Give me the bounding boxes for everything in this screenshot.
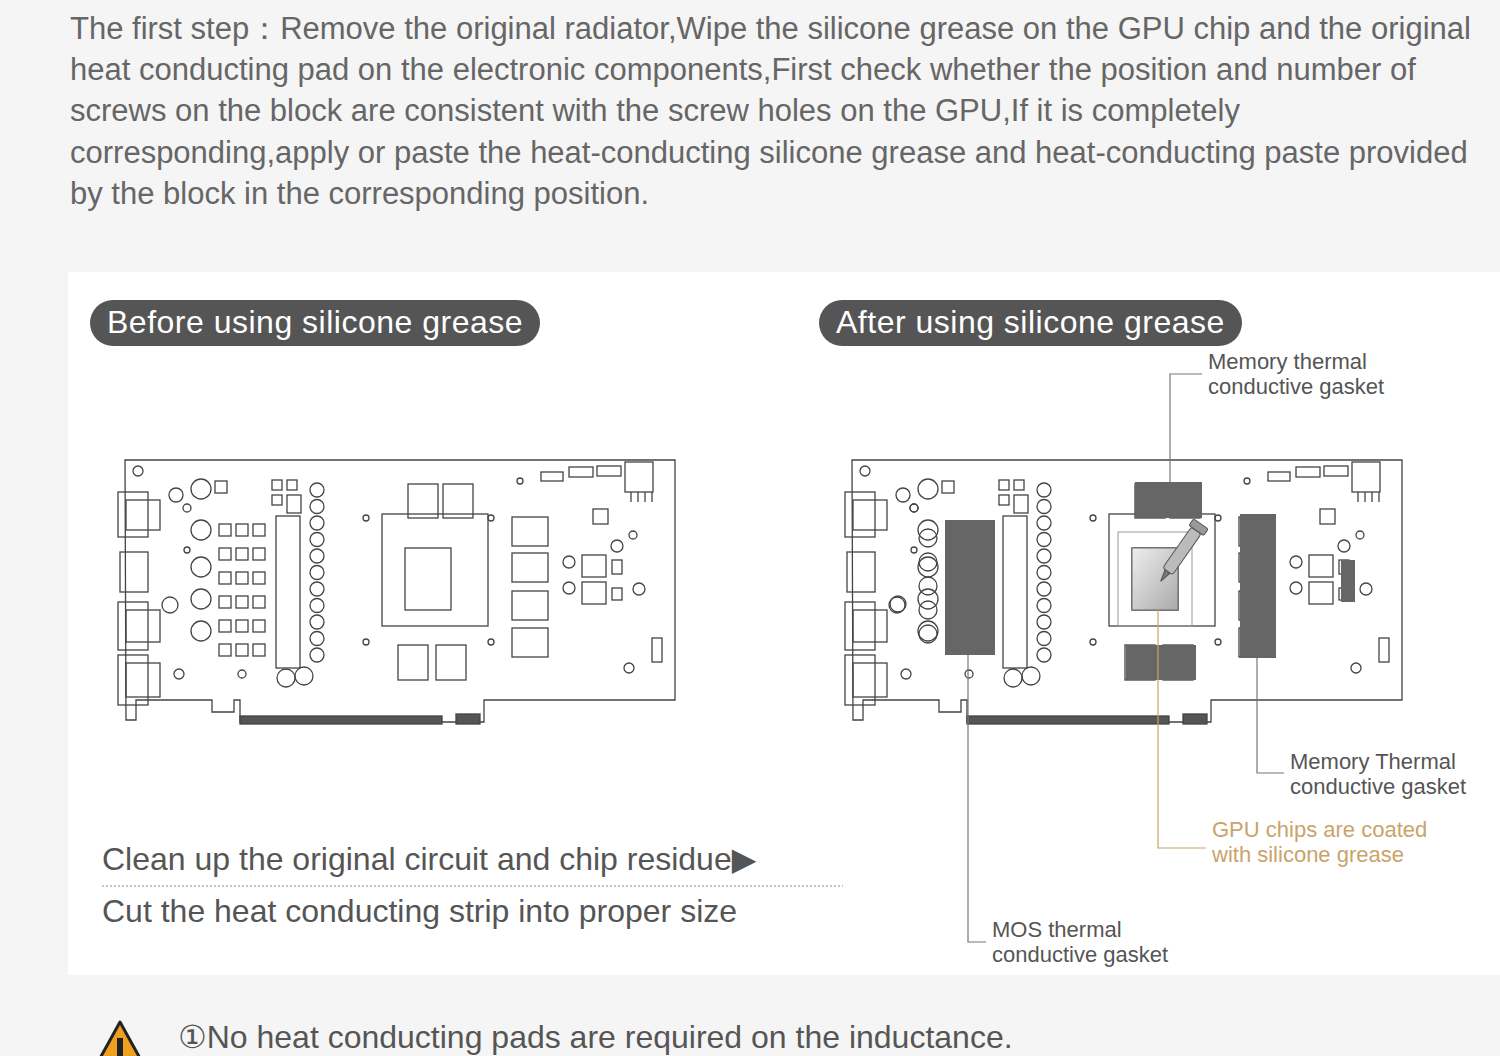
callout-label: Memory thermal conductive gasket <box>1208 350 1436 399</box>
pill-text: After using silicone grease <box>836 304 1225 340</box>
callout-label: MOS thermal conductive gasket <box>992 918 1222 967</box>
warning-note: ①No heat conducting pads are required on… <box>178 1020 1378 1056</box>
callout-label: Memory Thermal conductive gasket <box>1290 750 1498 799</box>
callout-label: GPU chips are coated with silicone greas… <box>1212 818 1472 867</box>
instruction-paragraph: The first step：Remove the original radia… <box>70 8 1490 214</box>
tag-pill: After using silicone grease <box>819 300 1242 346</box>
step-note: Clean up the original circuit and chip r… <box>102 842 862 878</box>
tag-pill: Before using silicone grease <box>90 300 540 346</box>
step-note: Cut the heat conducting strip into prope… <box>102 894 862 930</box>
pill-text: Before using silicone grease <box>107 304 523 340</box>
